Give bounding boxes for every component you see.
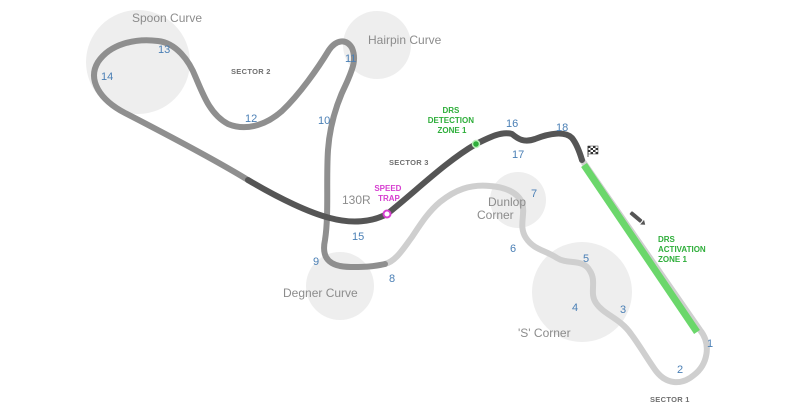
pit-car-icon [629,211,646,225]
speed-trap-label: SPEED TRAP [374,184,403,203]
track-sector-3 [245,130,585,225]
drs-activation-line-3: ZONE 1 [658,255,687,264]
drs-activation-line-2: ACTIVATION [658,245,706,254]
drs-detection-line-1: DRS [442,106,460,115]
turn-7: 7 [531,188,537,200]
sector-3-label: SECTOR 3 [389,158,429,167]
sector-2-label: SECTOR 2 [231,67,271,76]
turn-6: 6 [510,243,516,255]
drs-detection-line-3: ZONE 1 [438,126,467,135]
hairpin-bubble [343,11,411,79]
checkered-flag-icon [587,145,599,157]
drs-detection-label: DRS DETECTION ZONE 1 [428,106,476,135]
turn-9: 9 [313,256,319,268]
speed-trap-line-2: TRAP [378,194,400,203]
track-sector-1 [382,157,710,385]
turn-8: 8 [389,273,395,285]
track-sector-2 [91,37,388,271]
corner-name-130r: 130R [342,193,371,207]
dunlop-line-2: Corner [477,208,514,222]
corner-name-dunlop: Dunlop Corner [477,195,529,222]
corner-bubbles [86,10,632,342]
s-corner-bubble [532,242,632,342]
spoon-bubble [86,10,190,114]
turn-12: 12 [245,113,257,125]
turn-17: 17 [512,149,524,161]
turn-15: 15 [352,231,364,243]
turn-1: 1 [707,338,713,350]
turn-numbers: 1 2 3 4 5 6 7 8 9 10 11 12 13 14 15 16 1… [101,44,713,376]
dunlop-line-1: Dunlop [488,195,526,209]
drs-detection-line-2: DETECTION [428,116,474,125]
turn-18: 18 [556,122,568,134]
corner-name-degner: Degner Curve [283,286,358,300]
turn-4: 4 [572,302,578,314]
turn-14: 14 [101,71,113,83]
turn-2: 2 [677,364,683,376]
sector-1-label: SECTOR 1 [650,395,690,404]
turn-10: 10 [318,115,330,127]
turn-5: 5 [583,253,589,265]
corner-name-s: 'S' Corner [518,326,571,340]
speed-trap-line-1: SPEED [374,184,401,193]
drs-activation-line-1: DRS [658,235,676,244]
corner-name-hairpin: Hairpin Curve [368,33,442,47]
speed-trap-marker [382,209,392,219]
drs-activation-label: DRS ACTIVATION ZONE 1 [658,235,708,264]
turn-11: 11 [345,53,356,65]
corner-name-spoon: Spoon Curve [132,11,202,25]
drs-detection-marker [471,139,481,149]
turn-13: 13 [158,44,170,56]
turn-3: 3 [620,304,626,316]
drs-activation-zone [581,163,700,334]
turn-16: 16 [506,118,518,130]
